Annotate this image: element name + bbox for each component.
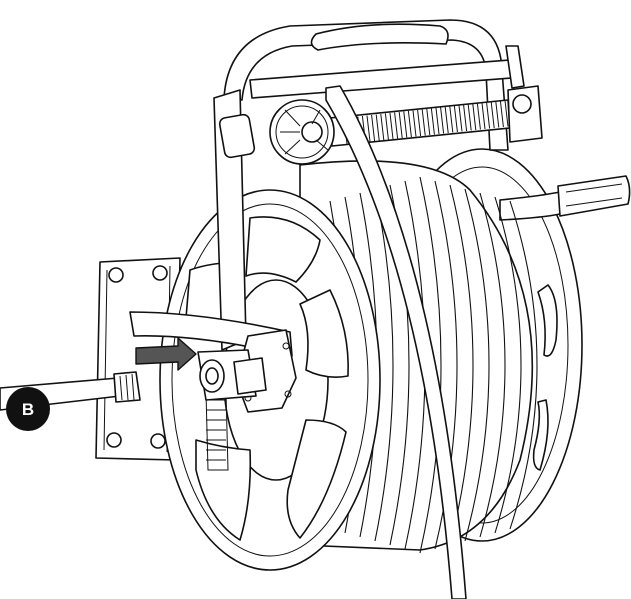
callout-b-badge [6,387,50,431]
threaded-axle [329,85,543,147]
flange-spoke-window [195,439,252,541]
flange-spoke-window [299,289,349,378]
carry-frame [223,19,525,151]
flange-spoke-window [245,216,321,283]
mount-screw-bottom-left [106,432,122,448]
swivel-fitting [197,329,297,413]
callout-b-label: B [22,400,34,419]
insert-direction-arrow [135,337,197,371]
callout-b: B [6,387,50,431]
flange-slot [532,399,549,471]
mount-screw-top-left [108,267,124,283]
mount-screw-bottom-right [150,433,166,449]
crank-handle [499,175,631,221]
mount-screw-top-right [152,265,168,281]
axle-end-cap [512,94,532,114]
axle-hub [269,99,335,165]
outgoing-hose [325,85,467,599]
carry-handle-grip [310,23,449,51]
flange-spoke-window [286,419,347,539]
flange-slot [537,284,558,357]
